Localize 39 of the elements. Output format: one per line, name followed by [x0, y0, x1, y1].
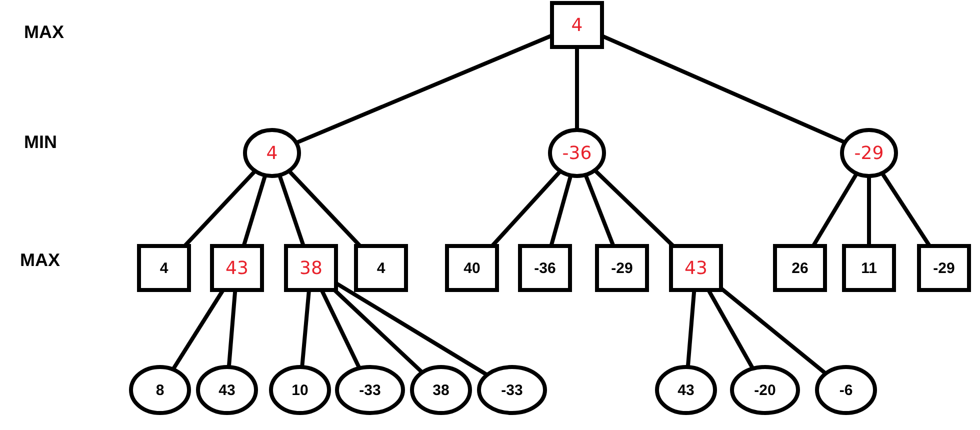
- node-value: -6: [839, 382, 853, 398]
- connector-line: [686, 290, 696, 368]
- node-value: 43: [684, 258, 708, 278]
- connector-line: [278, 174, 306, 247]
- node-value: 43: [218, 382, 236, 398]
- connector-line: [720, 286, 828, 376]
- node-value: -29: [854, 142, 884, 164]
- node-value: -33: [501, 382, 523, 398]
- level-label: MAX: [24, 22, 64, 43]
- node-value: 4: [160, 260, 168, 276]
- node-value: 43: [678, 382, 694, 398]
- connector-line: [549, 174, 573, 247]
- node-value: 38: [300, 258, 322, 278]
- node-value: 10: [292, 382, 308, 398]
- connector-line: [575, 47, 579, 130]
- node-value: -29: [933, 260, 955, 276]
- level-label: MIN: [24, 132, 57, 153]
- connector-line: [584, 174, 616, 247]
- node-value: 43: [226, 258, 248, 278]
- node-value: 4: [571, 14, 583, 36]
- node-value: -33: [359, 382, 381, 398]
- node-value: 26: [792, 260, 808, 276]
- connector-line: [226, 290, 238, 368]
- node-value: 8: [156, 382, 164, 398]
- level-label: MAX: [20, 250, 60, 271]
- node-value: -36: [534, 260, 556, 276]
- node-value: 38: [432, 382, 450, 398]
- connector-line: [593, 168, 675, 248]
- node-value: 40: [464, 260, 480, 276]
- node-value: -20: [754, 382, 776, 398]
- connector-line: [333, 288, 424, 374]
- connector-line: [867, 176, 871, 246]
- node-value: 4: [266, 142, 278, 164]
- connector-line: [300, 290, 311, 368]
- connector-line: [242, 174, 268, 247]
- node-value: 11: [861, 260, 877, 276]
- node-value: -36: [562, 142, 592, 164]
- node-value: -29: [611, 260, 633, 276]
- node-value: 4: [376, 260, 386, 276]
